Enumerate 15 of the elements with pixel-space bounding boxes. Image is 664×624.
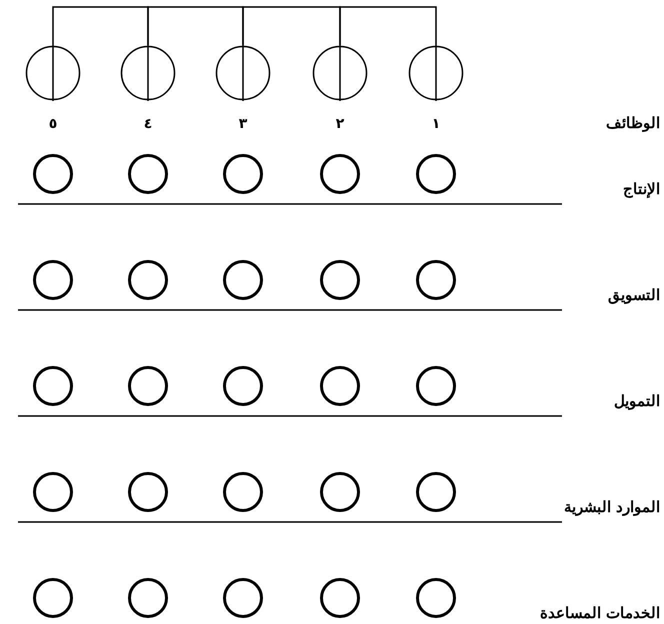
row-label: التمويل bbox=[614, 394, 660, 409]
row-label: الخدمات المساعدة bbox=[540, 606, 660, 621]
column-number: ٥ bbox=[48, 117, 58, 131]
connector-line bbox=[242, 6, 341, 45]
connector-line bbox=[339, 6, 437, 45]
column-number: ٤ bbox=[142, 117, 154, 131]
column-number: ٢ bbox=[334, 117, 346, 131]
row-label: التسويق bbox=[608, 288, 660, 303]
row-label: الموارد البشرية bbox=[564, 500, 660, 515]
row-label: الإنتاج bbox=[623, 182, 660, 197]
column-number: ١ bbox=[430, 117, 442, 131]
column-number: ٣ bbox=[238, 117, 248, 131]
row-label: الوظائف bbox=[606, 116, 660, 131]
connector-line bbox=[52, 6, 149, 45]
connector-line bbox=[147, 6, 244, 45]
